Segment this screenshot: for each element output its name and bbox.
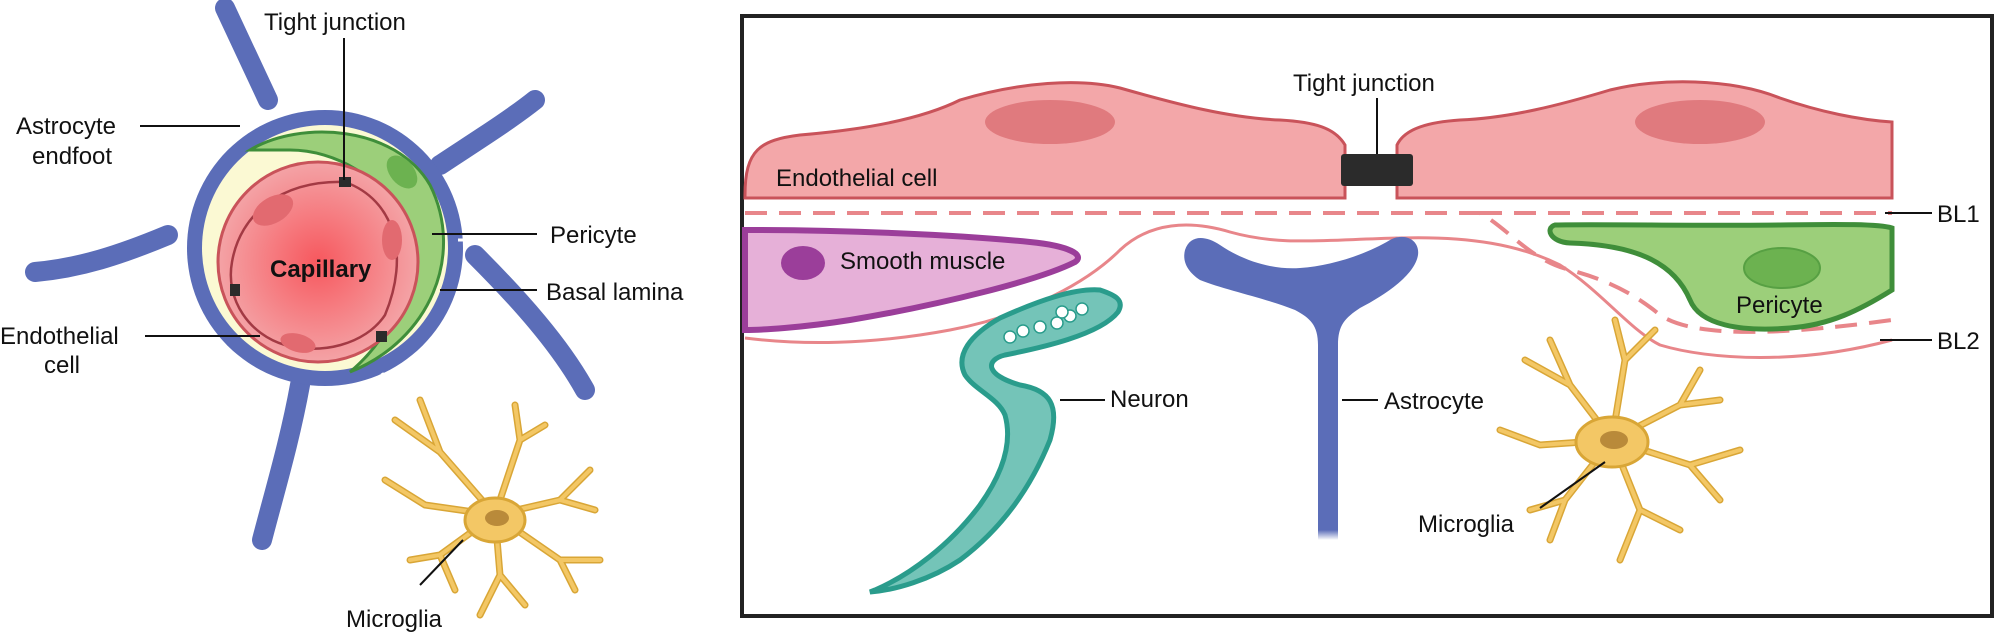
label-astrocyte-right: Astrocyte (1384, 388, 1484, 415)
basal-lamina-bl2 (744, 223, 1893, 359)
leader-lines-left (140, 38, 537, 586)
leader-lines-right (1060, 212, 1932, 509)
label-smooth-muscle: Smooth muscle (840, 248, 1005, 275)
pericyte-left-nucleus (386, 155, 418, 189)
neuron-vesicles (1003, 302, 1089, 344)
label-pericyte-left: Pericyte (550, 222, 637, 249)
label-bl1: BL1 (1937, 201, 1980, 228)
label-basal-lamina-left: Basal lamina (546, 279, 684, 306)
endothelial-nucleus-right (1635, 100, 1765, 144)
astrocyte-right-stem-fade (1318, 500, 1338, 540)
tight-junction-right (1341, 154, 1413, 186)
pericyte-right (1547, 221, 1895, 332)
label-capillary: Capillary (270, 256, 372, 283)
endothelial-cell-right (1395, 80, 1894, 200)
label-microglia-left: Microglia (346, 606, 443, 633)
pericyte-right-nucleus (1743, 247, 1821, 289)
microglia-left (381, 396, 604, 619)
label-endothelial-cell-right: Endothelial cell (776, 165, 937, 192)
label-pericyte-right: Pericyte (1736, 292, 1823, 319)
microglia-right (1496, 316, 1744, 564)
tight-junction-markers-left (230, 177, 387, 342)
label-endothelial-left-2: cell (44, 352, 80, 379)
right-panel: Tight junction Endothelial cell BL1 Smoo… (740, 14, 1994, 618)
left-panel: Tight junction Astrocyte endfoot Pericyt… (0, 0, 684, 633)
neuron (869, 287, 1123, 595)
label-tight-junction-left: Tight junction (264, 9, 406, 36)
endothelial-nucleus-left (985, 100, 1115, 144)
smooth-muscle-nucleus (781, 246, 825, 280)
label-bl2: BL2 (1937, 328, 1980, 355)
label-astrocyte-endfoot-left-2: endfoot (32, 143, 112, 170)
label-endothelial-left-1: Endothelial (0, 323, 119, 350)
astrocyte-processes (25, 0, 595, 550)
smooth-muscle-cell (742, 226, 1081, 334)
astrocyte-right (1184, 236, 1419, 520)
label-astrocyte-endfoot-left-1: Astrocyte (16, 113, 116, 140)
basal-lamina-bl1 (745, 211, 1893, 334)
label-tight-junction-right: Tight junction (1293, 70, 1435, 97)
label-microglia-right: Microglia (1418, 511, 1515, 538)
endothelial-nuclei-left (252, 194, 402, 353)
label-neuron: Neuron (1110, 386, 1189, 413)
